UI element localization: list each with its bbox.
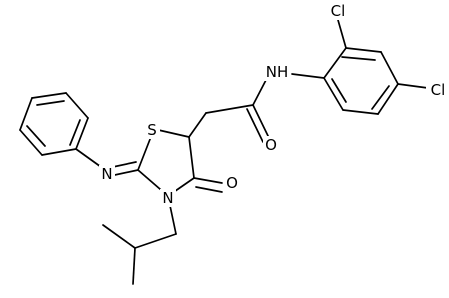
bond (26, 125, 46, 147)
bond (252, 79, 267, 106)
bond (69, 119, 81, 146)
bond (195, 186, 223, 193)
imine-nitrogen-label: N (101, 165, 112, 183)
bond (75, 117, 89, 150)
bond (188, 136, 195, 179)
bond (41, 148, 77, 156)
bond (341, 56, 376, 61)
chlorine-ortho-label: Cl (331, 2, 346, 20)
bond (132, 247, 136, 285)
bond (205, 104, 254, 114)
amide-nh-label: NH (266, 63, 289, 81)
chlorine-para-label: Cl (431, 81, 446, 99)
bond (345, 47, 382, 53)
bond (252, 104, 271, 141)
bond (323, 47, 347, 79)
bond (36, 100, 65, 106)
bond (188, 112, 207, 138)
atom-labels: Cl Cl NH O S N O N (99, 2, 449, 207)
bond (19, 97, 33, 131)
bond (102, 224, 136, 249)
amide-oxygen-label: O (265, 136, 277, 154)
ring-sulfur-label: S (147, 121, 157, 139)
bond (397, 83, 429, 89)
bond (323, 77, 344, 111)
ring-oxygen-label: O (226, 174, 238, 192)
bond (380, 51, 399, 85)
bond (371, 85, 390, 110)
bond (377, 83, 399, 115)
bond (65, 92, 89, 119)
bond (342, 109, 379, 115)
bonds (19, 19, 429, 285)
bond (31, 92, 67, 99)
ring-nitrogen-label: N (162, 189, 173, 207)
bond (19, 129, 43, 156)
bond (291, 73, 325, 79)
bond (134, 233, 177, 249)
bond (193, 177, 223, 184)
bond (246, 108, 264, 143)
bond (337, 19, 347, 49)
bond (331, 78, 347, 103)
